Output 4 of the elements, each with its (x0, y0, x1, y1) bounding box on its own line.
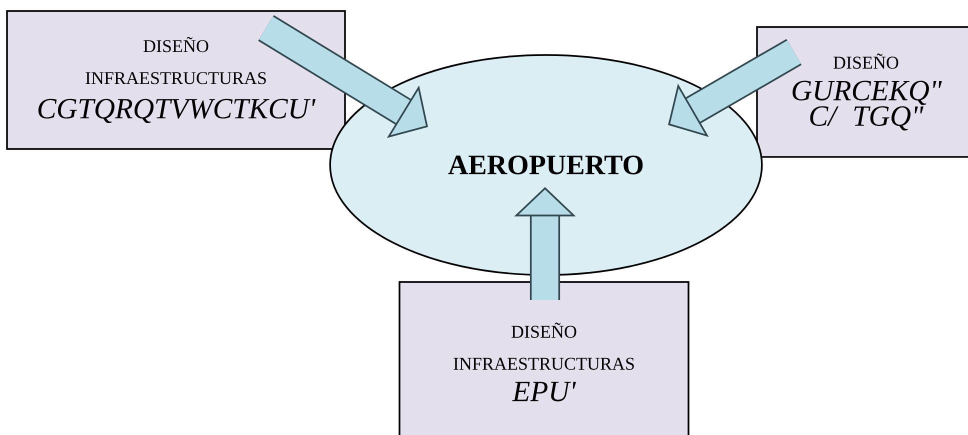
design-box: DISEÑO GURCEKQ" C/ TGQ" (756, 26, 968, 158)
design-box: DISEÑO INFRAESTRUCTURAS CGTQRQTVWCTKCU' (6, 10, 346, 150)
design-box: DISEÑO INFRAESTRUCTURAS EPU' (398, 281, 690, 435)
block-arrow (668, 38, 802, 137)
